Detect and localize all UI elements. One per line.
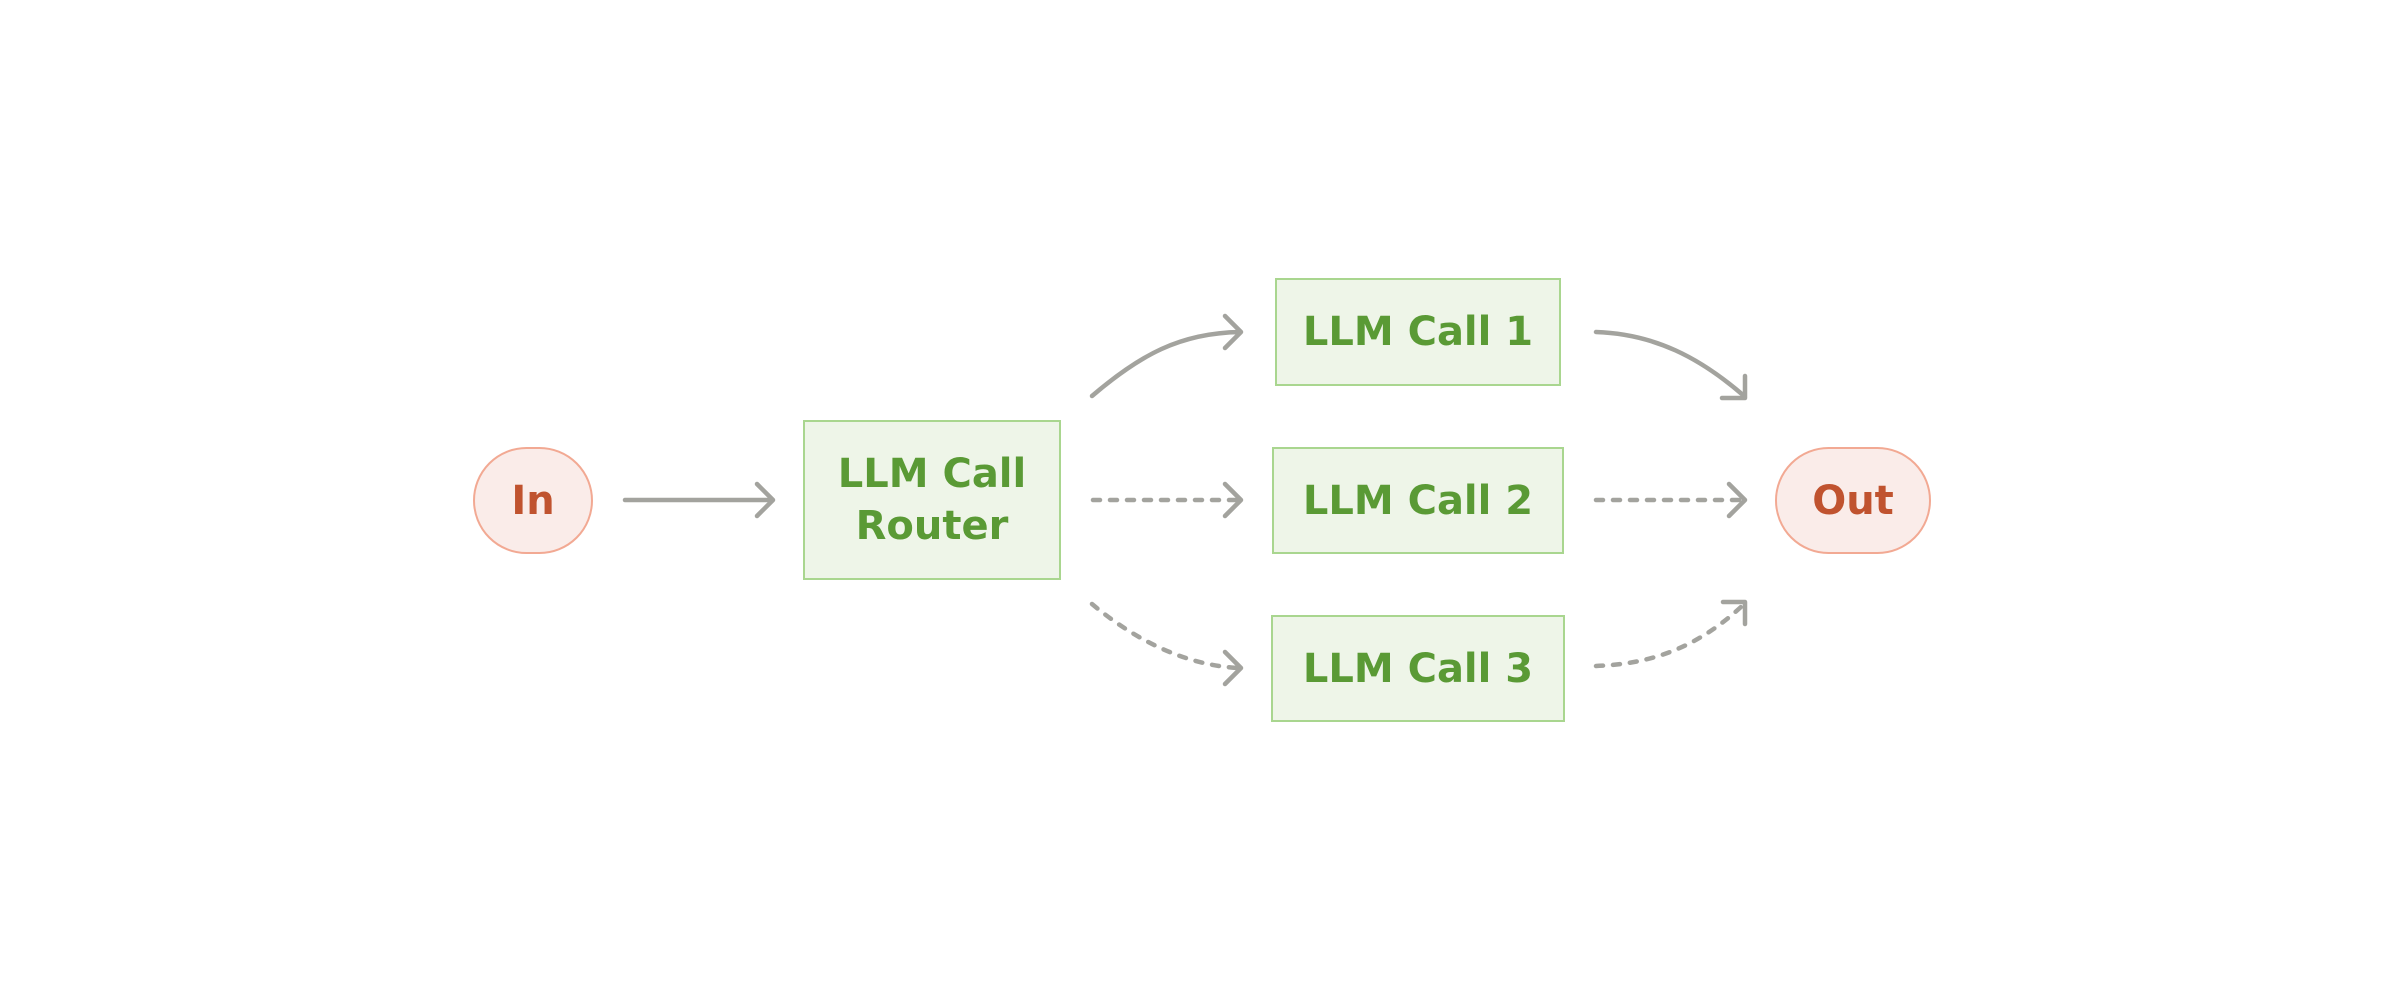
llm-call-1-node: LLM Call 1 bbox=[1275, 278, 1561, 386]
llm-call-2-label: LLM Call 2 bbox=[1302, 477, 1534, 524]
arrow-call-1-to-out bbox=[1593, 329, 1748, 401]
llm-call-2-node: LLM Call 2 bbox=[1272, 447, 1564, 554]
input-node: In bbox=[473, 447, 593, 554]
arrow-router-to-call-2 bbox=[1090, 481, 1244, 519]
arrow-call-2-to-out bbox=[1593, 481, 1748, 519]
router-label: LLM Call Router bbox=[838, 448, 1026, 552]
router-label-line-1: LLM Call bbox=[837, 451, 1027, 497]
llm-call-3-label: LLM Call 3 bbox=[1302, 645, 1534, 692]
arrow-call-3-to-out bbox=[1593, 599, 1748, 669]
router-node: LLM Call Router bbox=[803, 420, 1061, 580]
output-label: Out bbox=[1812, 477, 1894, 524]
output-node: Out bbox=[1775, 447, 1931, 554]
llm-call-3-node: LLM Call 3 bbox=[1271, 615, 1565, 722]
arrow-in-to-router bbox=[622, 481, 776, 519]
input-label: In bbox=[511, 477, 555, 524]
llm-call-1-label: LLM Call 1 bbox=[1302, 309, 1534, 355]
arrow-router-to-call-3 bbox=[1089, 601, 1244, 687]
router-label-line-2: Router bbox=[855, 503, 1009, 549]
arrow-router-to-call-1 bbox=[1089, 313, 1244, 399]
